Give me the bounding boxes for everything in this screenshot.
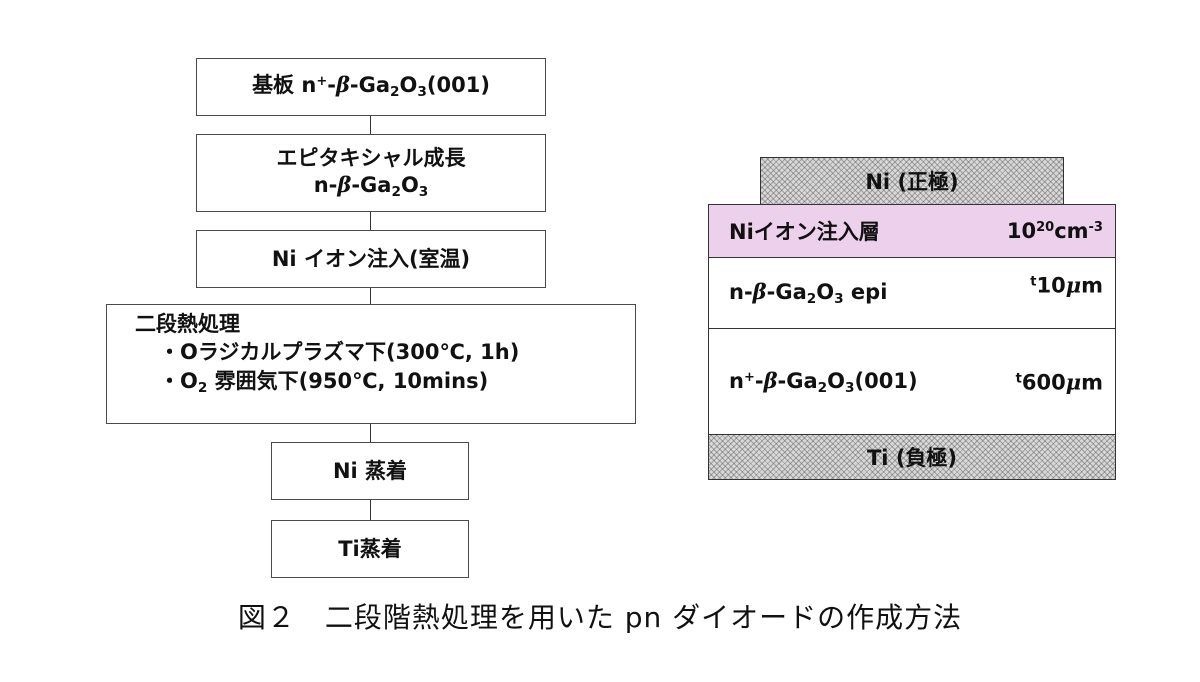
epi-layer-label: n-β-Ga2O3 epi: [729, 278, 888, 308]
substrate-thickness: t600μm: [1015, 369, 1103, 394]
connector-2: [370, 212, 371, 230]
connector-1: [370, 116, 371, 134]
implant-concentration: 1020cm-3: [1006, 219, 1103, 243]
cathode-layer: Ti (負極): [708, 434, 1116, 480]
implant-label: Ni イオン注入(室温): [271, 246, 471, 271]
implant-box: Ni イオン注入(室温): [196, 230, 546, 288]
ni-deposition-box: Ni 蒸着: [271, 442, 469, 500]
epitaxy-title: エピタキシャル成長: [276, 146, 466, 171]
epitaxy-material: n-β-Ga2O3: [313, 171, 429, 200]
anneal-step-1: ・Oラジカルプラズマ下(300℃, 1h): [159, 340, 520, 365]
connector-5: [370, 500, 371, 520]
connector-3: [370, 288, 371, 304]
substrate-box: 基板 n+-β-Ga2O3(001): [196, 58, 546, 116]
implant-layer-label: Niイオン注入層: [729, 220, 880, 244]
cathode-label: Ti (負極): [866, 446, 958, 470]
ti-deposition-label: Ti蒸着: [338, 536, 402, 561]
figure-caption: 図２ 二段階熱処理を用いた pn ダイオードの作成方法: [237, 601, 963, 634]
substrate-label: 基板 n+-β-Ga2O3(001): [252, 72, 490, 101]
ni-deposition-label: Ni 蒸着: [332, 458, 408, 483]
anode-label: Ni (正極): [865, 170, 959, 194]
connector-4: [370, 424, 371, 442]
epi-thickness: t10μm: [1030, 272, 1103, 298]
anneal-step-2: ・O2 雰囲気下(950℃, 10mins): [159, 368, 489, 396]
epitaxy-box: エピタキシャル成長 n-β-Ga2O3: [196, 134, 546, 212]
anneal-box: 二段熱処理 ・Oラジカルプラズマ下(300℃, 1h) ・O2 雰囲気下(950…: [106, 304, 636, 424]
anneal-title: 二段熱処理: [135, 312, 240, 336]
ti-deposition-box: Ti蒸着: [271, 520, 469, 578]
substrate-layer: n+-β-Ga2O3(001) t600μm: [708, 328, 1116, 435]
substrate-layer-label: n+-β-Ga2O3(001): [729, 367, 918, 396]
epi-layer: n-β-Ga2O3 epi t10μm: [708, 257, 1116, 329]
implant-layer: Niイオン注入層 1020cm-3: [708, 204, 1116, 258]
anode-layer: Ni (正極): [760, 157, 1064, 205]
